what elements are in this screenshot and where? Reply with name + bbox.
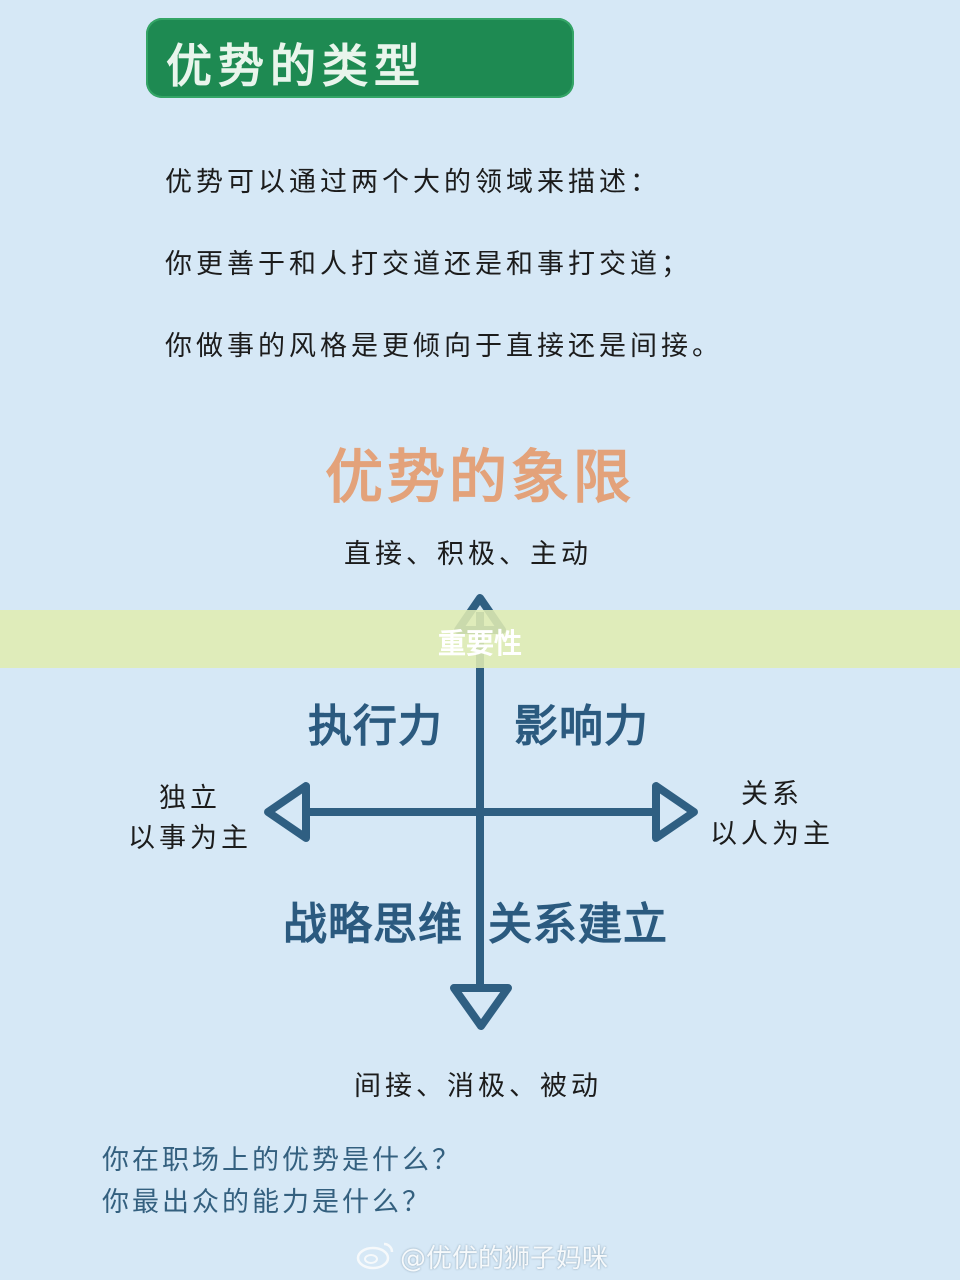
- question-1: 你在职场上的优势是什么？: [102, 1145, 462, 1176]
- right-axis-label-2: 以人为主: [710, 819, 834, 850]
- intro-line-1: 优势可以通过两个大的领域来描述：: [165, 167, 661, 198]
- intro-line-2: 你更善于和人打交道还是和事打交道；: [165, 249, 692, 280]
- watermark-text: @优优的狮子妈咪: [400, 1244, 609, 1274]
- bottom-axis-label: 间接、消极、被动: [354, 1071, 602, 1102]
- weibo-icon: [356, 1242, 394, 1270]
- quadrant-top-right: 影响力: [514, 701, 649, 752]
- intro-line-3: 你做事的风格是更倾向于直接还是间接。: [165, 331, 723, 362]
- watermark: @优优的狮子妈咪: [360, 1238, 608, 1275]
- quadrant-bottom-right: 关系建立: [488, 899, 668, 950]
- right-axis-label-1: 关系: [741, 779, 803, 810]
- banner-text: 重要性: [437, 627, 522, 660]
- top-axis-label: 直接、积极、主动: [344, 539, 592, 570]
- quadrant-top-left: 执行力: [308, 701, 443, 752]
- title-box: 优势的类型: [146, 18, 574, 98]
- left-axis-label-2: 以事为主: [128, 823, 252, 854]
- question-2: 你最出众的能力是什么？: [102, 1187, 432, 1218]
- arrow-left-icon: [264, 782, 310, 842]
- arrow-down-icon: [450, 984, 512, 1030]
- quadrant-title: 优势的象限: [324, 443, 635, 511]
- quadrant-bottom-left: 战略思维: [283, 899, 463, 950]
- arrow-right-icon: [652, 782, 698, 842]
- overlay-banner: 重要性: [0, 610, 960, 668]
- left-axis-label-1: 独立: [159, 783, 221, 814]
- page-title: 优势的类型: [166, 39, 426, 93]
